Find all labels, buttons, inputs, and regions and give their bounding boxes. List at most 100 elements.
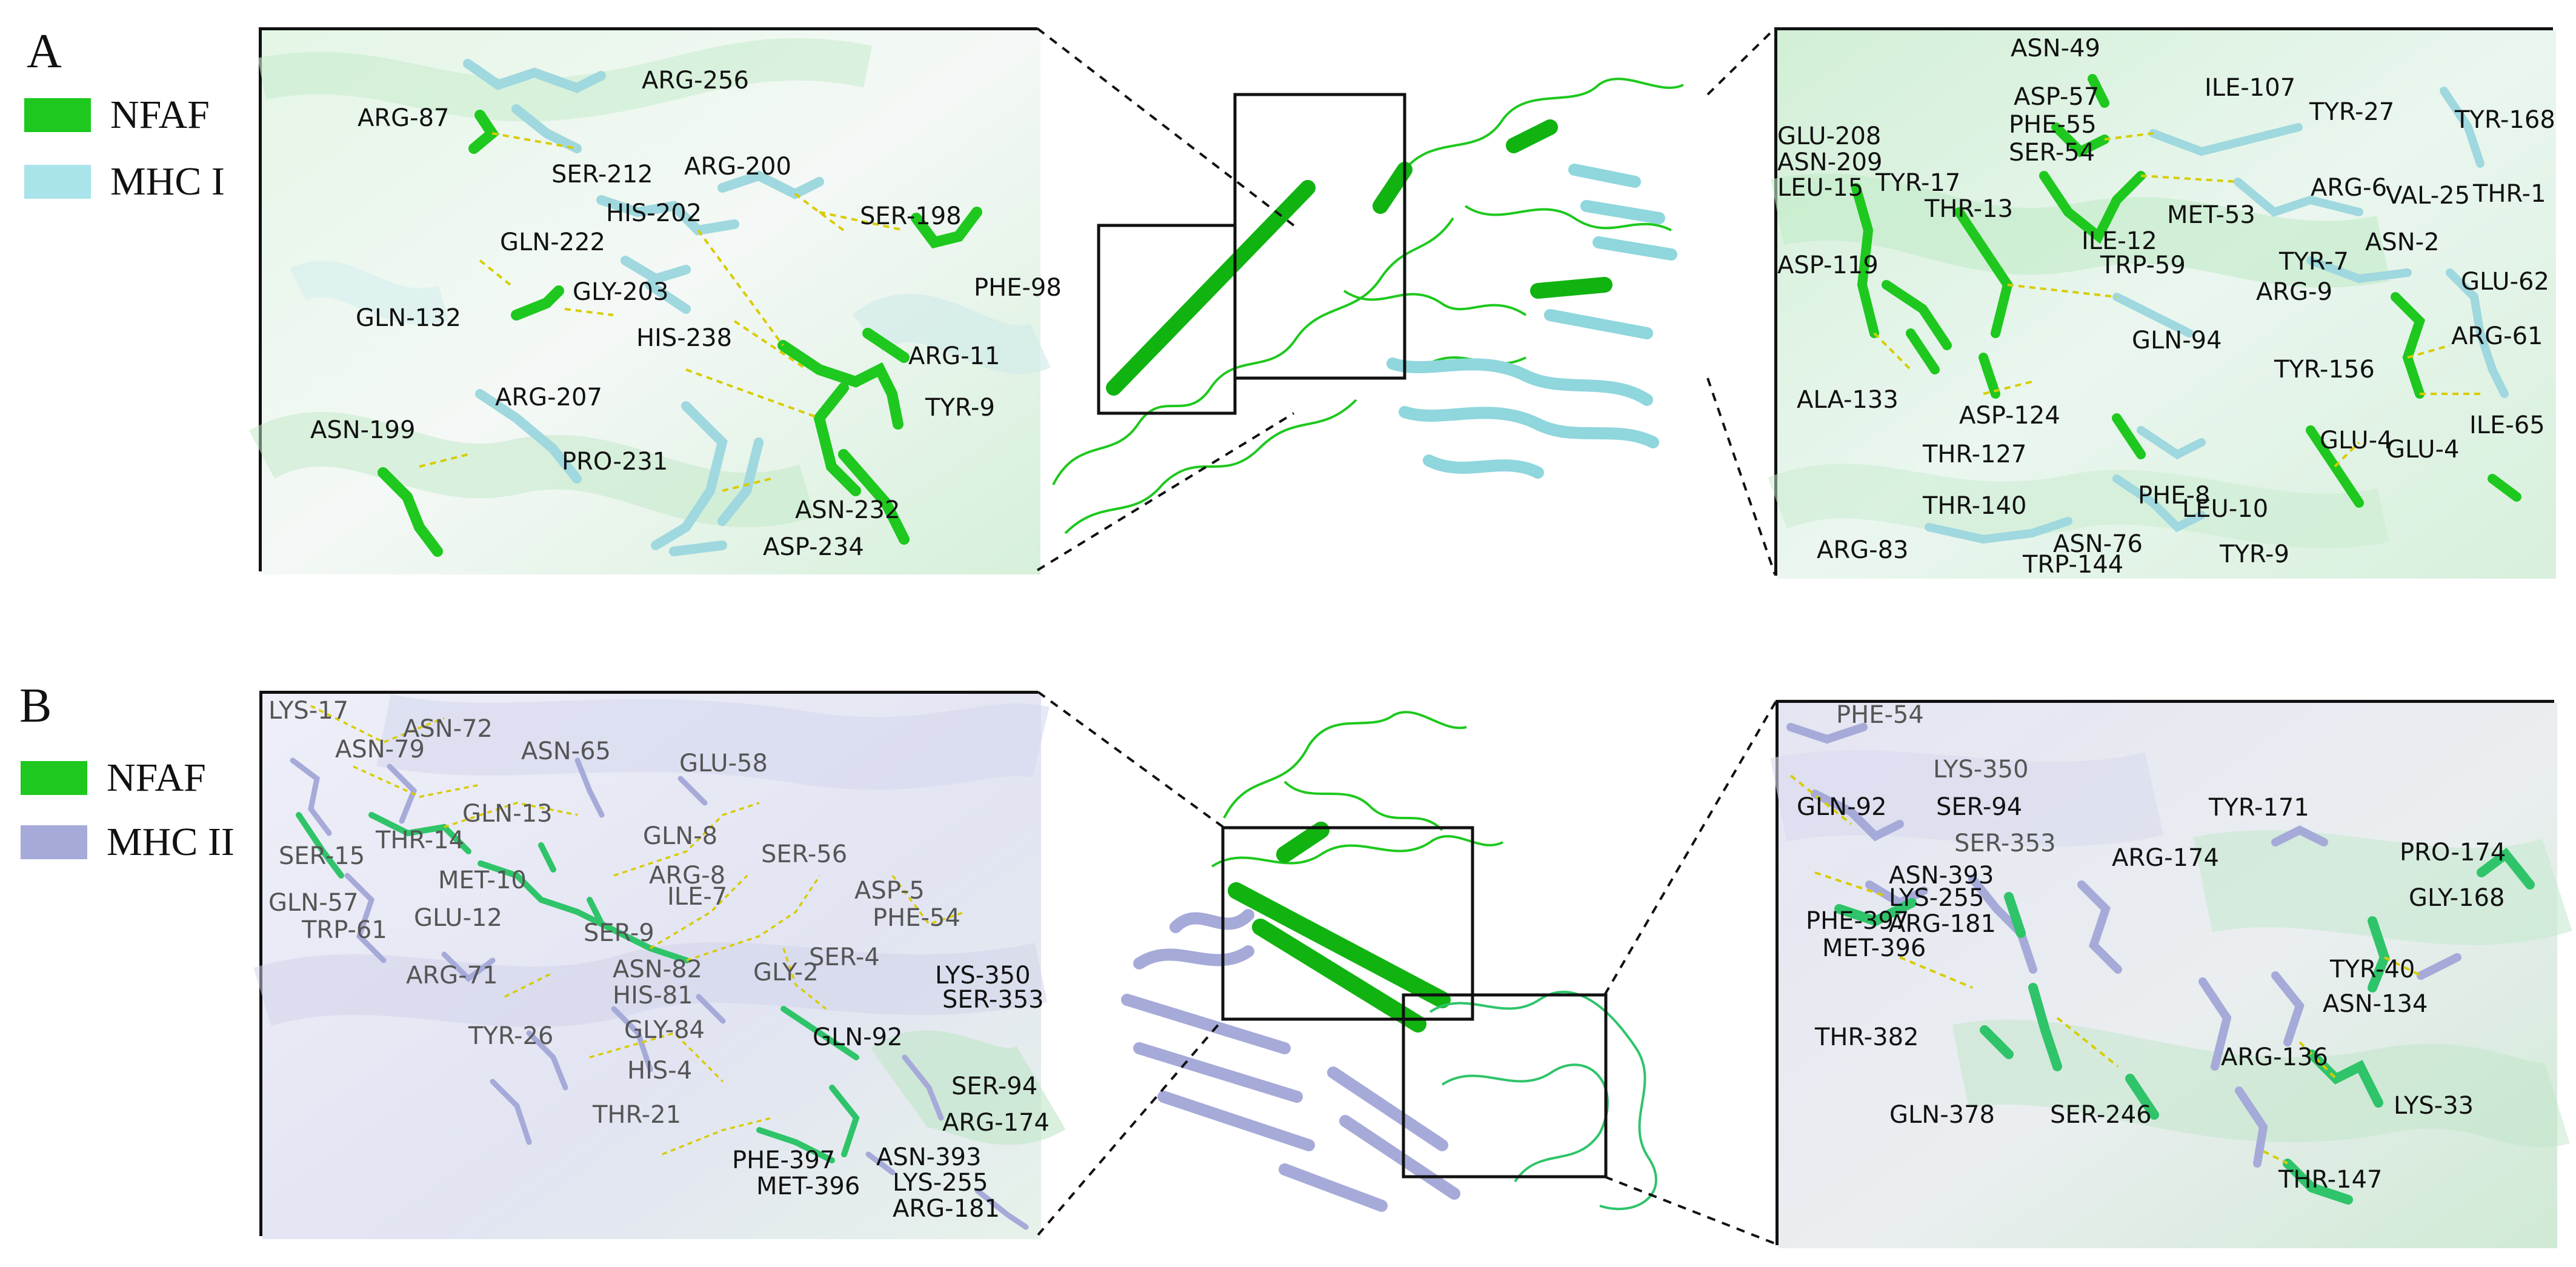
- res-br-ser-353: SER-353: [1954, 830, 2056, 857]
- res-arg-83: ARG-83: [1817, 536, 1909, 564]
- res-b-arg-181: ARG-181: [893, 1195, 1000, 1223]
- res-b-lys-17: LYS-17: [268, 697, 349, 725]
- res-asn-209: ASN-209: [1777, 148, 1883, 176]
- res-ser-198: SER-198: [860, 202, 962, 230]
- res-asp-57: ASP-57: [2014, 83, 2100, 111]
- res-b-met-396: MET-396: [756, 1172, 860, 1200]
- res-ile-65: ILE-65: [2469, 411, 2545, 439]
- res-b-ser-15: SER-15: [279, 842, 365, 870]
- res-his-202: HIS-202: [606, 199, 702, 227]
- res-thr-140: THR-140: [1923, 492, 2027, 520]
- res-b-met-10: MET-10: [438, 866, 527, 894]
- res-arg-9: ARG-9: [2256, 278, 2333, 306]
- res-trp-144: TRP-144: [2023, 551, 2124, 579]
- panel-a-right-zoom: ASN-49 ASP-57 ILE-107 TYR-27 PHE-55 GLU-…: [1768, 27, 2556, 579]
- res-b-tyr-26: TYR-26: [468, 1022, 554, 1050]
- res-b-asn-393: ASN-393: [876, 1143, 982, 1171]
- res-phe-55: PHE-55: [2009, 111, 2097, 139]
- res-b-gln-8: GLN-8: [643, 822, 718, 850]
- res-br-tyr-171: TYR-171: [2209, 794, 2309, 822]
- res-b-ile-7: ILE-7: [667, 883, 728, 911]
- res-arg-6: ARG-6: [2311, 174, 2388, 202]
- res-gln-222: GLN-222: [500, 228, 605, 256]
- res-leu-15: LEU-15: [1777, 174, 1864, 202]
- res-b-ser-353: SER-353: [942, 986, 1044, 1014]
- res-br-thr-147: THR-147: [2278, 1166, 2383, 1194]
- res-b-arg-8: ARG-8: [649, 862, 726, 890]
- res-glu-4: GLU-4: [2320, 427, 2393, 454]
- res-b-trp-61: TRP-61: [302, 916, 387, 944]
- legend-label-mhc1: MHC I: [110, 159, 225, 204]
- res-val-25: VAL-25: [2386, 182, 2471, 210]
- res-b-asn-72: ASN-72: [403, 715, 493, 743]
- res-gln-94: GLN-94: [2132, 327, 2222, 354]
- res-asn-232: ASN-232: [795, 496, 900, 524]
- res-b-glu-58: GLU-58: [679, 750, 768, 777]
- res-b-gln-92: GLN-92: [813, 1023, 903, 1051]
- res-br-arg-174: ARG-174: [2112, 844, 2219, 872]
- res-b-phe-54: PHE-54: [873, 904, 960, 932]
- res-tyr-9: TYR-9: [925, 394, 995, 422]
- res-arg-87: ARG-87: [358, 104, 450, 132]
- res-br-tyr-40: TYR-40: [2330, 956, 2415, 983]
- res-b-his-4: HIS-4: [627, 1057, 693, 1085]
- res-br-gly-168: GLY-168: [2409, 884, 2505, 912]
- legend-swatch-mhc1: [24, 165, 91, 199]
- res-b-arg-71: ARG-71: [406, 962, 498, 989]
- panel-b-left-zoom: LYS-17 ASN-72 ASN-79 ASN-65 GLU-58 GLN-1…: [253, 691, 1066, 1239]
- res-tyr-168: TYR-168: [2455, 106, 2555, 134]
- res-his-238: HIS-238: [636, 324, 733, 352]
- res-b-thr-21: THR-21: [593, 1101, 682, 1129]
- res-br-met-396: MET-396: [1822, 934, 1926, 962]
- res-arg-207: ARG-207: [495, 384, 602, 411]
- res-arg-11: ARG-11: [908, 342, 1000, 370]
- legend-label-nfaf: NFAF: [110, 93, 210, 137]
- res-b-gly-2: GLY-2: [753, 959, 819, 986]
- res-b-arg-174: ARG-174: [942, 1109, 1050, 1137]
- res-arg-256: ARG-256: [642, 67, 749, 95]
- res-arg-61: ARG-61: [2451, 322, 2543, 350]
- res-tyr-9-a: TYR-9: [2220, 540, 2289, 568]
- res-ile-12: ILE-12: [2082, 227, 2157, 255]
- res-asp-119: ASP-119: [1777, 251, 1879, 279]
- legend-label-mhc2: MHC II: [107, 820, 235, 864]
- res-b-thr-14: THR-14: [376, 826, 465, 854]
- legend-mhc1: MHC I: [24, 159, 225, 205]
- res-b-asn-79: ASN-79: [335, 736, 425, 763]
- legend-mhc2: MHC II: [21, 819, 235, 865]
- res-asp-234: ASP-234: [763, 533, 864, 561]
- res-b-gln-57: GLN-57: [268, 889, 359, 917]
- legend-nfaf-a: NFAF: [24, 92, 210, 138]
- res-met-53: MET-53: [2167, 201, 2255, 229]
- panel-b-left-structure: [253, 694, 1066, 1239]
- res-ile-107: ILE-107: [2205, 74, 2296, 102]
- res-b-phe-397: PHE-397: [732, 1146, 836, 1174]
- res-br-lys-350: LYS-350: [1933, 756, 2029, 783]
- res-b-ser-9: SER-9: [584, 919, 654, 947]
- res-thr-13: THR-13: [1925, 195, 2014, 223]
- res-glu-62: GLU-62: [2461, 268, 2549, 296]
- res-br-lys-255: LYS-255: [1889, 884, 1985, 912]
- res-br-lys-33: LYS-33: [2394, 1092, 2474, 1120]
- res-br-gln-92: GLN-92: [1797, 793, 1887, 821]
- res-glu-208: GLU-208: [1777, 122, 1882, 150]
- res-ser-212: SER-212: [551, 161, 653, 188]
- res-br-asn-393: ASN-393: [1889, 862, 1994, 890]
- res-br-phe-397: PHE-397: [1806, 907, 1909, 935]
- legend-swatch-nfaf: [24, 98, 91, 132]
- res-asn-76: ASN-76: [2053, 530, 2143, 558]
- res-asn-49: ASN-49: [2011, 35, 2101, 62]
- panel-b-letter: B: [19, 679, 52, 733]
- res-br-phe-54: PHE-54: [1836, 701, 1924, 729]
- res-trp-59: TRP-59: [2100, 251, 2186, 279]
- res-b-asp-5: ASP-5: [854, 877, 925, 905]
- res-br-arg-181: ARG-181: [1889, 910, 1996, 938]
- res-asn-2: ASN-2: [2365, 228, 2440, 256]
- res-tyr-156: TYR-156: [2274, 356, 2375, 384]
- legend-nfaf-b: NFAF: [21, 755, 206, 801]
- res-tyr-27: TYR-27: [2309, 98, 2395, 126]
- panel-a-center-structure: [1052, 78, 1684, 534]
- res-b-ser-56: SER-56: [761, 840, 848, 868]
- panel-b-right-zoom: PHE-54 LYS-350 GLN-92 SER-94 SER-353 TYR…: [1770, 700, 2572, 1248]
- res-br-ser-94: SER-94: [1936, 793, 2023, 821]
